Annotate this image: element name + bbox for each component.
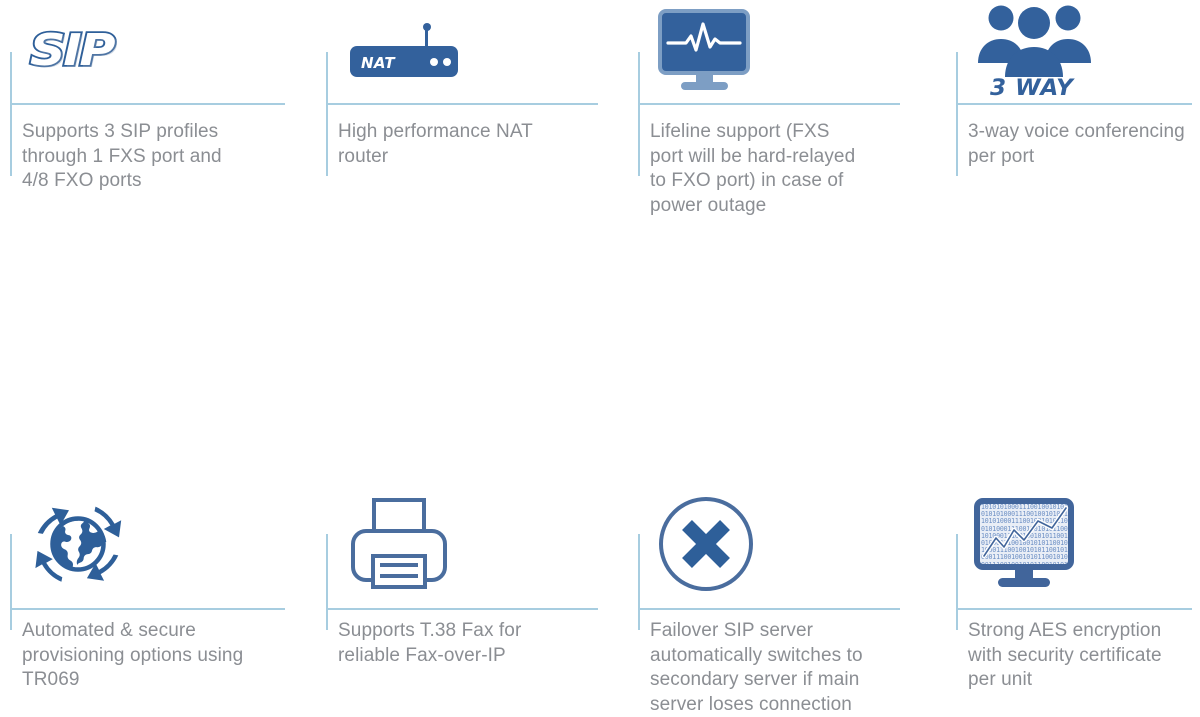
- x-circle-svg: [659, 497, 753, 591]
- feature-card-lifeline-support: Lifeline support (FXS port will be hard-…: [628, 0, 946, 234]
- three-way-label: 3 WAY: [990, 76, 1074, 101]
- horizontal-rule: [638, 608, 900, 610]
- feature-caption: 3-way voice conferencing per port: [968, 121, 1185, 167]
- nat-router-icon: NAT: [336, 2, 586, 100]
- antenna-icon: [422, 23, 431, 48]
- horizontal-rule: [326, 608, 598, 610]
- printer-fax-icon: [336, 484, 586, 604]
- monitor-base: [681, 82, 728, 90]
- feature-caption: Lifeline support (FXS port will be hard-…: [650, 121, 856, 216]
- globe-refresh-arrows-icon: [20, 484, 270, 604]
- three-people-icon: 3 WAY: [966, 2, 1200, 101]
- printer-fax-svg: [351, 498, 447, 589]
- feature-card-failover-sip-server: Failover SIP server automatically switch…: [628, 234, 946, 715]
- feature-card-sip-profiles: SIP Supports 3 SIP profiles through 1 FX…: [0, 0, 316, 234]
- horizontal-rule: [956, 608, 1192, 610]
- trend-line-icon: [981, 505, 1069, 559]
- vertical-rule: [10, 52, 12, 176]
- feature-card-t38-fax: Supports T.38 Fax for reliable Fax-over-…: [316, 234, 628, 666]
- vertical-rule: [956, 534, 958, 630]
- globe-arrows-svg: [35, 506, 122, 582]
- sip-logo-text: SIP: [28, 25, 117, 76]
- horizontal-rule: [10, 103, 285, 105]
- feature-card-nat-router: NAT High performance NAT router: [316, 0, 628, 234]
- feature-caption: Strong AES encryption with security cert…: [968, 620, 1162, 690]
- vertical-rule: [326, 52, 328, 176]
- vertical-rule: [638, 52, 640, 176]
- feature-caption: Supports 3 SIP profiles through 1 FXS po…: [22, 121, 222, 191]
- x-circle-icon: [648, 484, 898, 604]
- feature-card-three-way-conferencing: 3 WAY 3-way voice conferencing per port: [946, 0, 1200, 234]
- feature-caption: Failover SIP server automatically switch…: [650, 620, 863, 715]
- monitor-neck: [696, 74, 713, 83]
- feature-card-auto-provisioning: Automated & secure provisioning options …: [0, 234, 316, 690]
- vertical-rule: [10, 534, 12, 630]
- monitor-base: [998, 578, 1050, 587]
- vertical-rule: [326, 534, 328, 630]
- router-body: [350, 46, 458, 77]
- horizontal-rule: [326, 103, 598, 105]
- nat-label: NAT: [361, 54, 395, 72]
- vertical-rule: [956, 52, 958, 176]
- feature-caption: Automated & secure provisioning options …: [22, 620, 244, 690]
- monitor-binary-chart-icon: 1010101000111001001010110 01010100011100…: [966, 484, 1200, 604]
- people-silhouettes-icon: [978, 5, 1091, 77]
- vertical-rule: [638, 534, 640, 630]
- feature-caption: High performance NAT router: [338, 121, 533, 167]
- sip-logo-icon: SIP: [20, 2, 270, 100]
- horizontal-rule: [956, 103, 1192, 105]
- horizontal-rule: [10, 608, 285, 610]
- feature-card-aes-encryption: 1010101000111001001010110 01010100011100…: [946, 234, 1200, 690]
- monitor-heartbeat-icon: [648, 2, 898, 100]
- led-indicator: [430, 58, 438, 66]
- feature-caption: Supports T.38 Fax for reliable Fax-over-…: [338, 620, 522, 666]
- heartbeat-line-icon: [666, 22, 742, 52]
- led-indicator: [443, 58, 451, 66]
- horizontal-rule: [638, 103, 900, 105]
